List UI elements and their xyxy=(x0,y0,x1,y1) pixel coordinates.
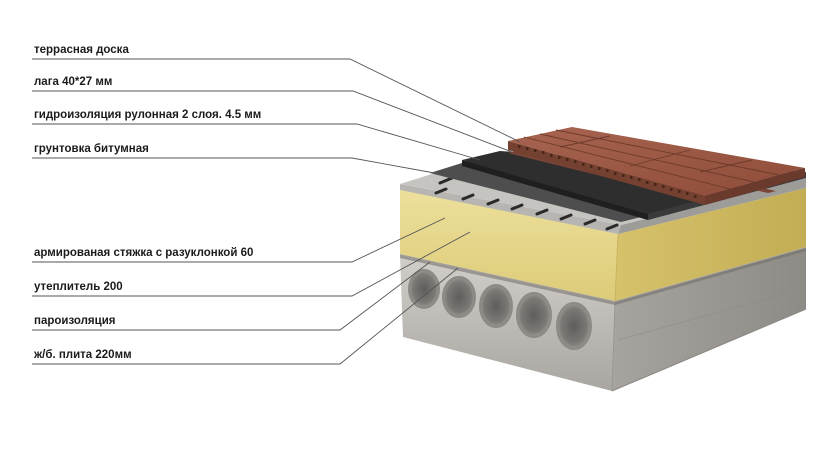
decking-board-seams xyxy=(523,129,780,190)
leader-line-insulation xyxy=(32,231,471,297)
decking-front-face xyxy=(508,141,705,205)
leader-line-vapor-barrier xyxy=(32,261,431,331)
insulation-layer xyxy=(400,188,806,302)
label-waterproofing: гидроизоляция рулонная 2 слоя. 4.5 мм xyxy=(34,109,261,121)
slab-hole xyxy=(516,292,552,338)
label-slab: ж/б. плита 220мм xyxy=(33,349,132,361)
label-decking: террасная доска xyxy=(34,44,129,56)
callouts xyxy=(32,58,521,365)
insulation-side-face xyxy=(615,188,806,301)
label-primer: грунтовка битумная xyxy=(34,143,149,155)
layer-labels: террасная доска лага 40*27 мм гидроизоля… xyxy=(33,44,261,361)
slab-holes xyxy=(408,269,592,350)
slab-hole xyxy=(442,276,476,318)
leader-line-screed xyxy=(32,217,446,263)
label-lag: лага 40*27 мм xyxy=(34,76,112,88)
screed-side-face xyxy=(618,178,806,234)
insulation-front-face xyxy=(400,188,618,301)
leader-line-waterproofing xyxy=(32,123,481,161)
decking-side-face xyxy=(705,168,805,205)
waterproofing-front-face xyxy=(462,160,648,220)
leader-line-decking xyxy=(32,58,521,143)
label-vapor-barrier: пароизоляция xyxy=(34,315,116,327)
slab-hole xyxy=(556,302,592,350)
leader-line-primer xyxy=(32,157,441,175)
slab-side-face xyxy=(612,248,806,391)
decking-hollow-profile xyxy=(518,145,697,198)
label-screed: армированая стяжка с разуклонкой 60 xyxy=(34,247,253,259)
slab-hole xyxy=(408,269,440,309)
decking-layer xyxy=(508,127,805,205)
leader-line-slab xyxy=(32,267,459,365)
leader-line-lag xyxy=(32,90,513,153)
label-insulation: утеплитель 200 xyxy=(34,281,123,293)
decking-top-face xyxy=(508,127,805,196)
slab-hole xyxy=(479,284,513,328)
